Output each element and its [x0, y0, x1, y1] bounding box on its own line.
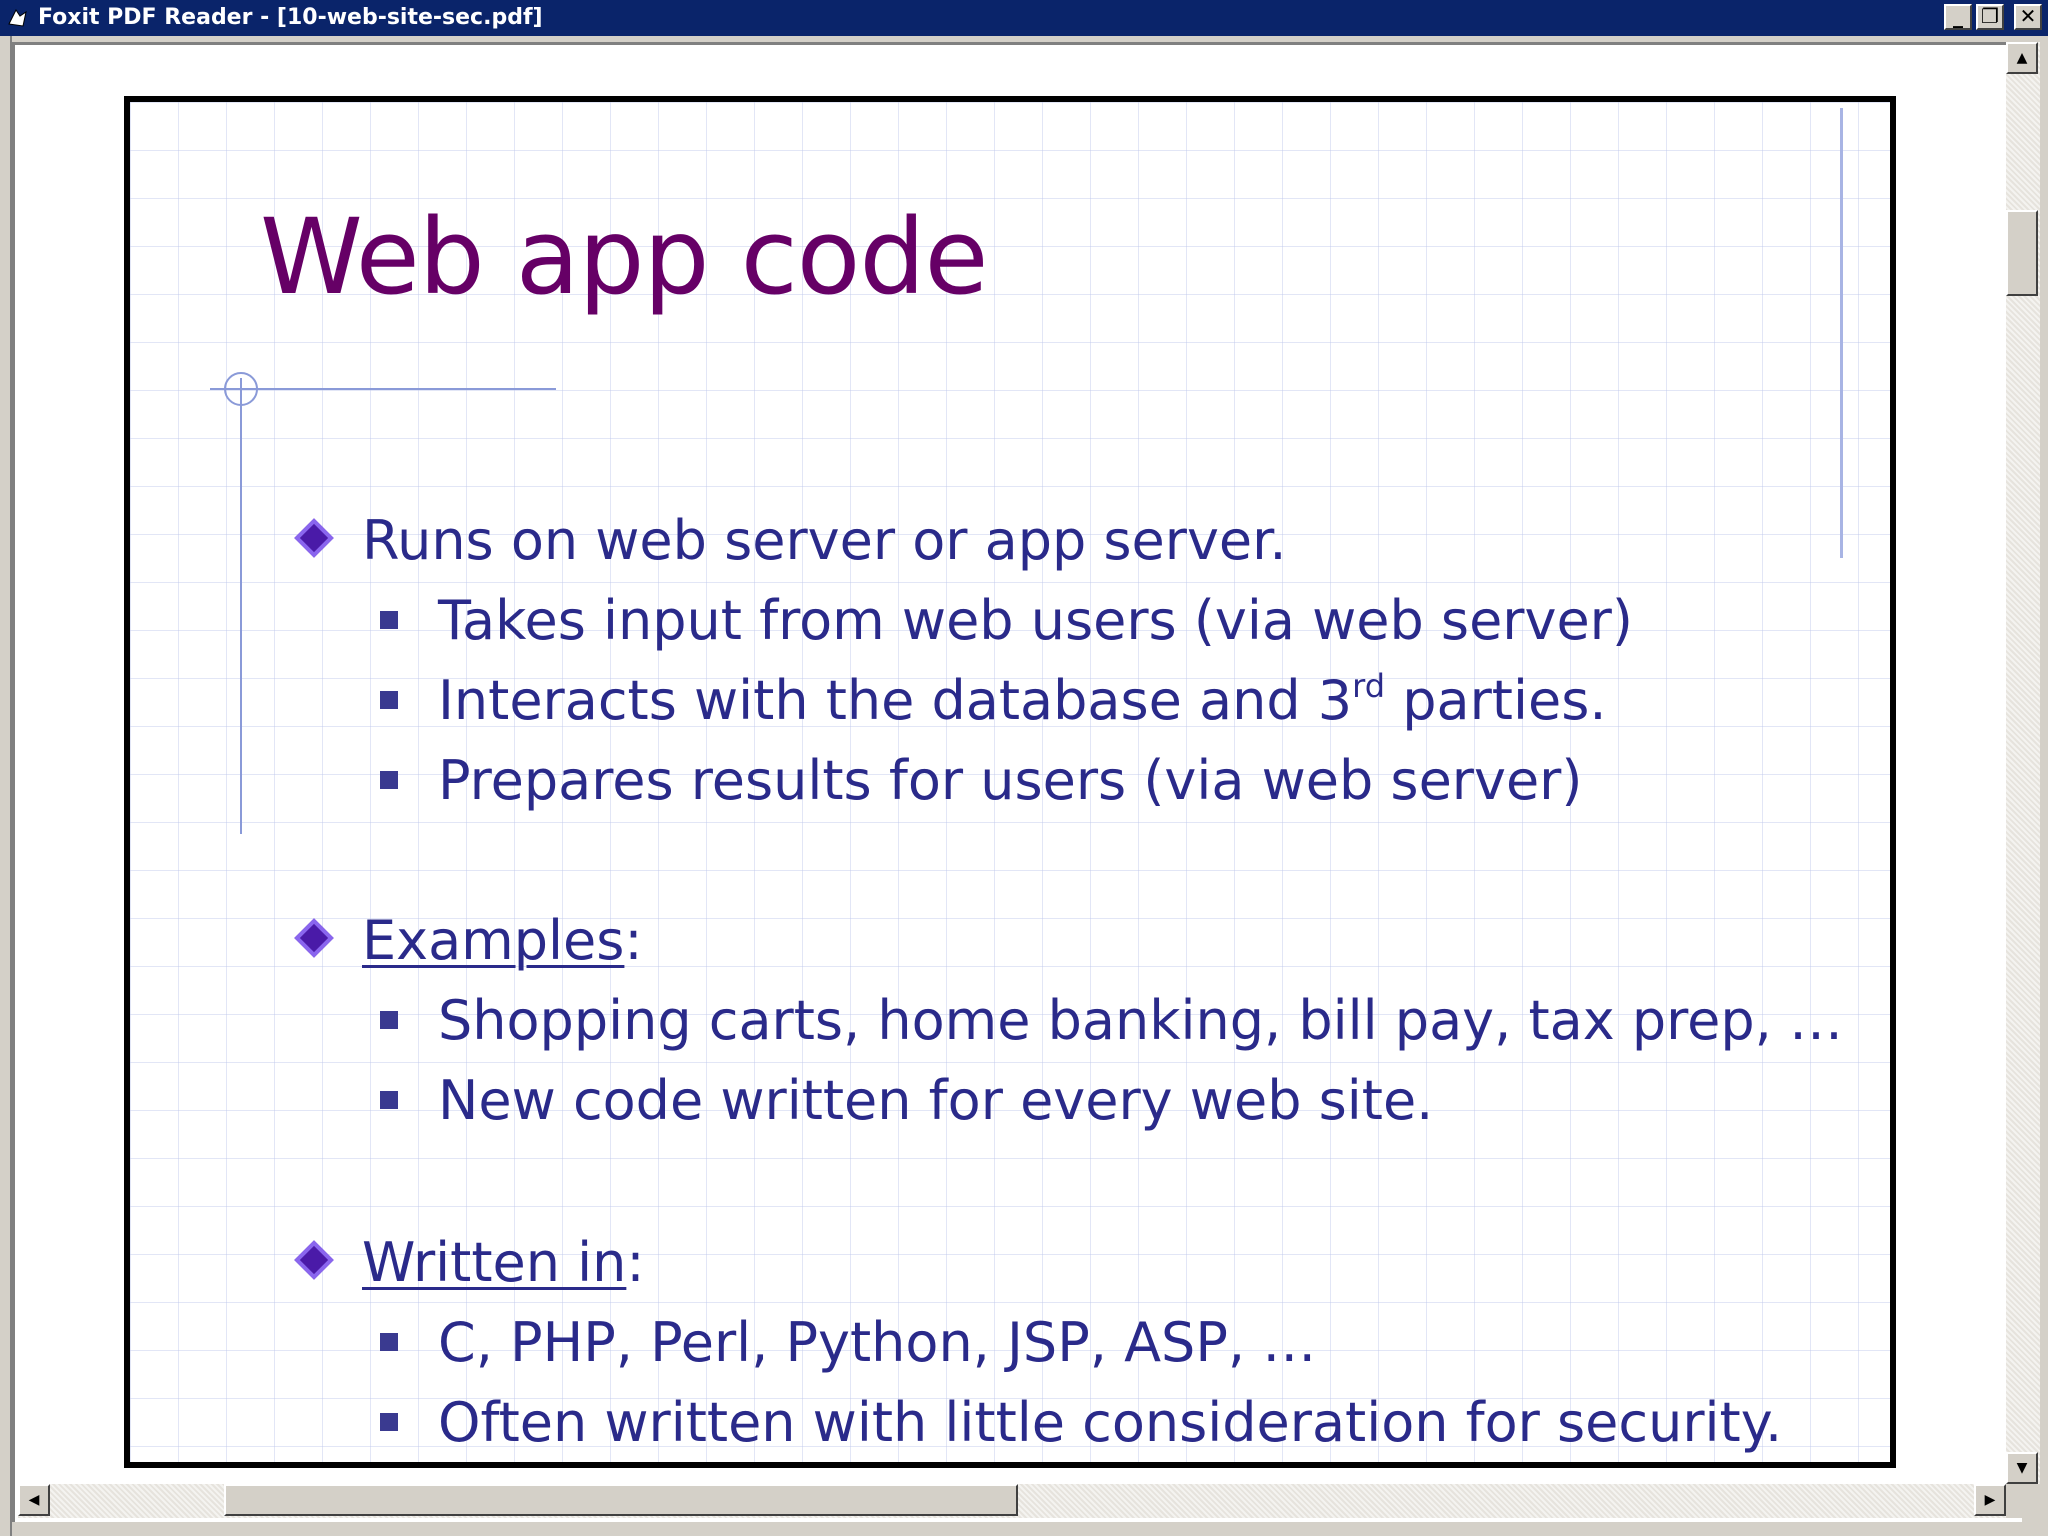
triangle-up-icon: ▲ — [2016, 50, 2028, 66]
scroll-right-button[interactable]: ▶ — [1974, 1484, 2006, 1516]
scroll-down-button[interactable]: ▼ — [2006, 1452, 2038, 1484]
scroll-up-button[interactable]: ▲ — [2006, 42, 2038, 74]
section-1-heading-text: Runs on web server or app server. — [362, 509, 1287, 572]
scrollbar-corner — [2006, 1484, 2040, 1518]
maximize-button[interactable]: ❐ — [1976, 4, 2004, 30]
pdf-page: Web app code Runs on web server or app s… — [124, 96, 1896, 1468]
scroll-left-button[interactable]: ◀ — [18, 1484, 50, 1516]
close-button[interactable]: ✕ — [2014, 4, 2042, 30]
square-bullet-icon — [380, 1011, 398, 1030]
examples-link[interactable]: Examples — [362, 909, 625, 972]
section-3-item-1-text: C, PHP, Perl, Python, JSP, ASP, … — [438, 1311, 1317, 1374]
section-3-item-2: Often written with little consideration … — [380, 1388, 1782, 1458]
vertical-scrollbar[interactable]: ▲ ▼ — [2006, 42, 2040, 1484]
minimize-button[interactable]: _ — [1944, 4, 1972, 30]
horizontal-scroll-thumb[interactable] — [224, 1484, 1018, 1516]
diamond-bullet-icon — [294, 518, 334, 559]
section-1-item-2: Interacts with the database and 3rd part… — [380, 666, 1607, 736]
section-2-heading: Examples: — [294, 906, 643, 976]
triangle-down-icon: ▼ — [2016, 1460, 2028, 1476]
decorative-line-vertical — [240, 378, 242, 834]
decorative-circle — [224, 372, 258, 406]
triangle-left-icon: ◀ — [28, 1492, 40, 1508]
section-1-item-2-tail: parties. — [1385, 669, 1607, 732]
section-2-heading-suffix: : — [624, 909, 643, 972]
square-bullet-icon — [380, 1091, 398, 1110]
horizontal-scrollbar[interactable]: ◀ ▶ — [18, 1484, 2006, 1518]
slide-title: Web app code — [260, 196, 988, 318]
diamond-bullet-icon — [294, 918, 334, 959]
section-3-item-2-text: Often written with little consideration … — [438, 1391, 1783, 1454]
diamond-bullet-icon — [294, 1240, 334, 1281]
written-in-link[interactable]: Written in — [362, 1231, 627, 1294]
section-1-item-1-text: Takes input from web users (via web serv… — [438, 589, 1633, 652]
section-1-item-3: Prepares results for users (via web serv… — [380, 746, 1582, 816]
section-1-item-2-text: Interacts with the database and 3 — [438, 669, 1353, 732]
decorative-line-horizontal — [210, 388, 556, 390]
vertical-scroll-thumb[interactable] — [2006, 210, 2038, 296]
square-bullet-icon — [380, 1333, 398, 1352]
triangle-right-icon: ▶ — [1984, 1492, 1996, 1508]
square-bullet-icon — [380, 691, 398, 710]
section-2-item-2: New code written for every web site. — [380, 1066, 1433, 1136]
section-1-item-1: Takes input from web users (via web serv… — [380, 586, 1633, 656]
section-2-item-1: Shopping carts, home banking, bill pay, … — [380, 986, 1843, 1056]
section-1-item-3-text: Prepares results for users (via web serv… — [438, 749, 1583, 812]
square-bullet-icon — [380, 611, 398, 630]
section-2-item-2-text: New code written for every web site. — [438, 1069, 1434, 1132]
foxit-app-icon — [8, 9, 27, 27]
section-3-heading-suffix: : — [626, 1231, 645, 1294]
section-3-item-1: C, PHP, Perl, Python, JSP, ASP, … — [380, 1308, 1316, 1378]
title-bar[interactable]: Foxit PDF Reader - [10-web-site-sec.pdf]… — [0, 0, 2048, 36]
section-2-item-1-text: Shopping carts, home banking, bill pay, … — [438, 989, 1843, 1052]
section-1-heading: Runs on web server or app server. — [294, 506, 1287, 576]
window-title: Foxit PDF Reader - [10-web-site-sec.pdf] — [38, 5, 543, 30]
section-3-heading: Written in: — [294, 1228, 645, 1298]
superscript-rd: rd — [1352, 667, 1386, 705]
square-bullet-icon — [380, 1413, 398, 1432]
left-panel-edge — [0, 36, 12, 1536]
square-bullet-icon — [380, 771, 398, 790]
decorative-line-right — [1840, 108, 1843, 558]
